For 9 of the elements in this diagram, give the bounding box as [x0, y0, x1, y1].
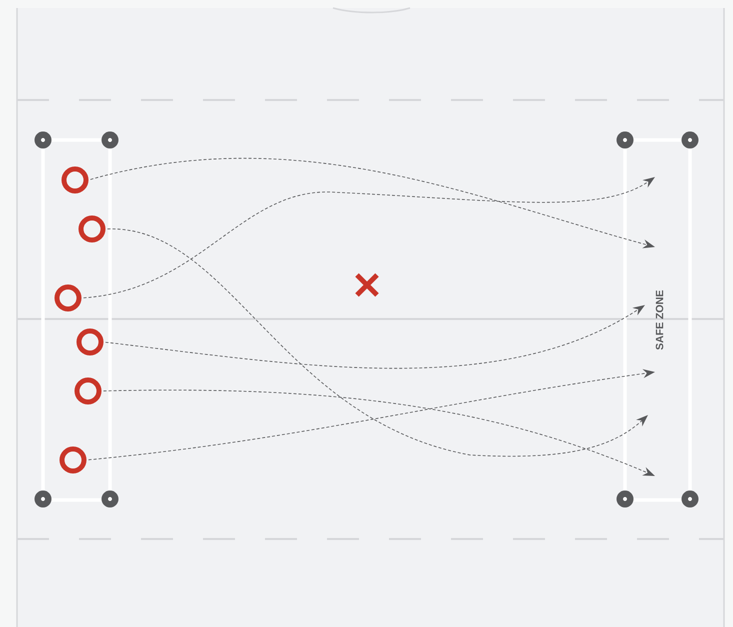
player-marker — [62, 166, 88, 194]
safe-zone: SAFE ZONE — [623, 138, 692, 502]
player-marker — [74, 378, 102, 404]
start-zone — [41, 138, 112, 502]
player-marker — [54, 284, 82, 312]
player-marker — [78, 216, 106, 242]
player-marker — [76, 328, 104, 356]
player-marker — [60, 446, 86, 474]
run-path-arrow — [107, 228, 648, 457]
